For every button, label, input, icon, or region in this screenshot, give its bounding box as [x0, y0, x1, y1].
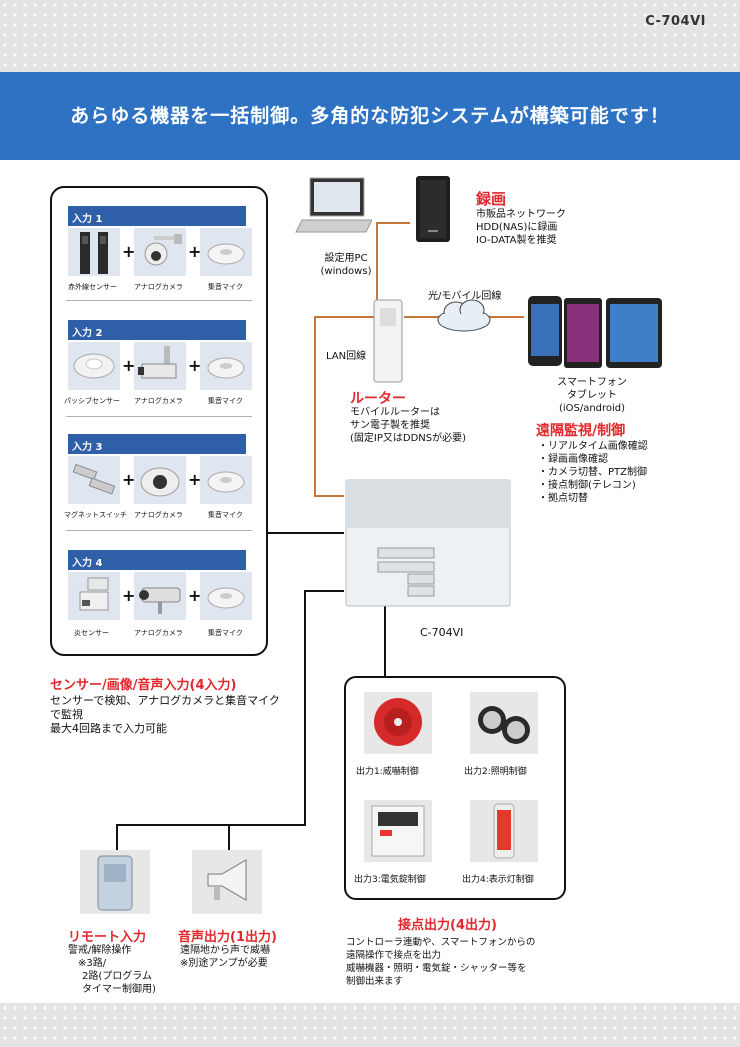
output-panel: 出力1:威嚇制御 出力2:照明制御 出力3:電気錠制御 出力4:表示灯制御	[344, 676, 566, 900]
divider	[66, 416, 252, 417]
microphone-image	[200, 456, 252, 504]
lan-label: LAN回線	[326, 351, 367, 362]
router-title: ルーター	[350, 391, 406, 407]
input-3-sensor-caption: マグネットスイッチ	[64, 511, 127, 519]
input-section-title: センサー/画像/音声入力(4入力)	[50, 678, 237, 693]
bottom-dot-pattern	[0, 1003, 740, 1047]
tablet-image	[604, 296, 664, 374]
plus-sign: +	[122, 356, 136, 375]
bullet-camera-image	[134, 572, 186, 620]
controller-unit-image	[344, 478, 514, 614]
remote-monitoring-title: 遠隔監視/制御	[536, 423, 626, 439]
tablet-small-image	[562, 296, 604, 374]
input-3-mic-caption: 集音マイク	[208, 511, 243, 519]
microphone-image	[200, 342, 252, 390]
output-4-caption: 出力4:表示灯制御	[462, 875, 534, 885]
input-3-camera-caption: アナログカメラ	[134, 511, 183, 519]
output-section-desc: コントローラ連動や、スマートフォンからの 遠隔操作で接点を出力 威嚇機器・照明・…	[346, 937, 536, 987]
recording-title: 録画	[476, 190, 507, 208]
electric-lock-panel-image	[364, 800, 432, 862]
unit-to-remote-line-v	[304, 590, 306, 826]
remote-drop-line	[116, 824, 118, 850]
remote-audio-line-h	[116, 824, 306, 826]
input-1-camera-caption: アナログカメラ	[134, 283, 183, 291]
input-2-sensor-caption: パッシブセンサー	[64, 397, 120, 405]
remote-switch-image	[80, 850, 150, 914]
input-1-sensor-caption: 赤外線センサー	[68, 283, 117, 291]
remote-monitoring-list: ・リアルタイム画像確認 ・録画画像確認 ・カメラ切替、PTZ制御 ・接点制御(テ…	[538, 441, 648, 504]
plus-sign: +	[188, 356, 202, 375]
headline-text: あらゆる機器を一括制御。多角的な防犯システムが構築可能です！	[70, 105, 670, 127]
plus-sign: +	[188, 586, 202, 605]
nas-hdd-image	[410, 174, 466, 250]
output-2-caption: 出力2:照明制御	[464, 767, 527, 777]
output-3-caption: 出力3:電気錠制御	[354, 875, 426, 885]
input-panel: 入力 1 + + 赤外線センサー アナログカメラ 集音マイク 入力 2 + + …	[50, 186, 268, 656]
router-desc: モバイルルーターは サン電子製を推奨 (固定IP又はDDNSが必要)	[350, 407, 467, 444]
plus-sign: +	[188, 242, 202, 261]
lan-line-to-unit	[314, 495, 344, 497]
plus-sign: +	[188, 470, 202, 489]
microphone-image	[200, 228, 252, 276]
audio-drop-line	[228, 824, 230, 850]
magnet-switch-image	[68, 456, 120, 504]
input-group-3-label: 入力 3	[68, 434, 246, 454]
output-1-caption: 出力1:威嚇制御	[356, 767, 419, 777]
router-pc-line	[376, 222, 378, 302]
passive-sensor-image	[68, 342, 120, 390]
remote-input-title: リモート入力	[68, 930, 147, 945]
flame-sensor-image	[68, 572, 120, 620]
input-group-2-label: 入力 2	[68, 320, 246, 340]
input-group-4-label: 入力 4	[68, 550, 246, 570]
lan-line-to-router	[314, 316, 374, 318]
network-label: 光/モバイル回線	[428, 291, 502, 302]
flood-light-image	[470, 692, 538, 754]
smartphone-image	[524, 294, 564, 374]
dome-camera-image	[134, 228, 186, 276]
cloud-device-line	[486, 316, 524, 318]
output-section-title: 接点出力(4出力)	[398, 918, 497, 933]
divider	[66, 530, 252, 531]
devices-label: スマートフォン タブレット (iOS/android)	[557, 377, 627, 414]
microphone-image	[200, 572, 252, 620]
header-model-number: C-704VI	[645, 14, 706, 29]
router-image	[372, 296, 406, 390]
remote-input-desc: 警戒/解除操作 ※3路/ 2路(プログラム タイマー制御用)	[68, 945, 156, 995]
input-2-camera-caption: アナログカメラ	[134, 397, 183, 405]
lan-line-vertical	[314, 316, 316, 496]
input-1-mic-caption: 集音マイク	[208, 283, 243, 291]
plus-sign: +	[122, 470, 136, 489]
audio-output-title: 音声出力(1出力)	[178, 930, 277, 945]
input-4-mic-caption: 集音マイク	[208, 629, 243, 637]
recording-desc: 市販品ネットワーク HDD(NAS)に録画 IO-DATA製を推奨	[476, 209, 566, 246]
dome-camera-image	[134, 456, 186, 504]
plus-sign: +	[122, 586, 136, 605]
audio-output-desc: 遠隔地から声で威嚇 ※別途アンプが必要	[180, 945, 270, 969]
top-dot-pattern	[0, 0, 740, 72]
laptop-pc-image	[292, 174, 373, 248]
hdd-line	[376, 222, 410, 224]
controller-label: C-704VI	[420, 626, 464, 639]
box-camera-image	[134, 342, 186, 390]
horn-speaker-image	[192, 850, 262, 914]
cloud-icon	[434, 296, 494, 338]
plus-sign: +	[122, 242, 136, 261]
router-cloud-line	[404, 316, 446, 318]
headline-banner: あらゆる機器を一括制御。多角的な防犯システムが構築可能です！	[0, 72, 740, 160]
siren-bell-image	[364, 692, 432, 754]
input-2-mic-caption: 集音マイク	[208, 397, 243, 405]
input-section-desc: センサーで検知、アナログカメラと集音マイク で監視 最大4回路まで入力可能	[50, 694, 280, 735]
input-4-sensor-caption: 炎センサー	[74, 629, 109, 637]
input-4-camera-caption: アナログカメラ	[134, 629, 183, 637]
infrared-sensor-image	[68, 228, 120, 276]
input-to-unit-line	[264, 532, 344, 534]
pc-label: 設定用PC (windows)	[320, 253, 372, 277]
divider	[66, 300, 252, 301]
unit-to-output-line	[384, 606, 386, 676]
input-group-1-label: 入力 1	[68, 206, 246, 226]
indicator-light-image	[470, 800, 538, 862]
unit-to-remote-line-h	[304, 590, 344, 592]
